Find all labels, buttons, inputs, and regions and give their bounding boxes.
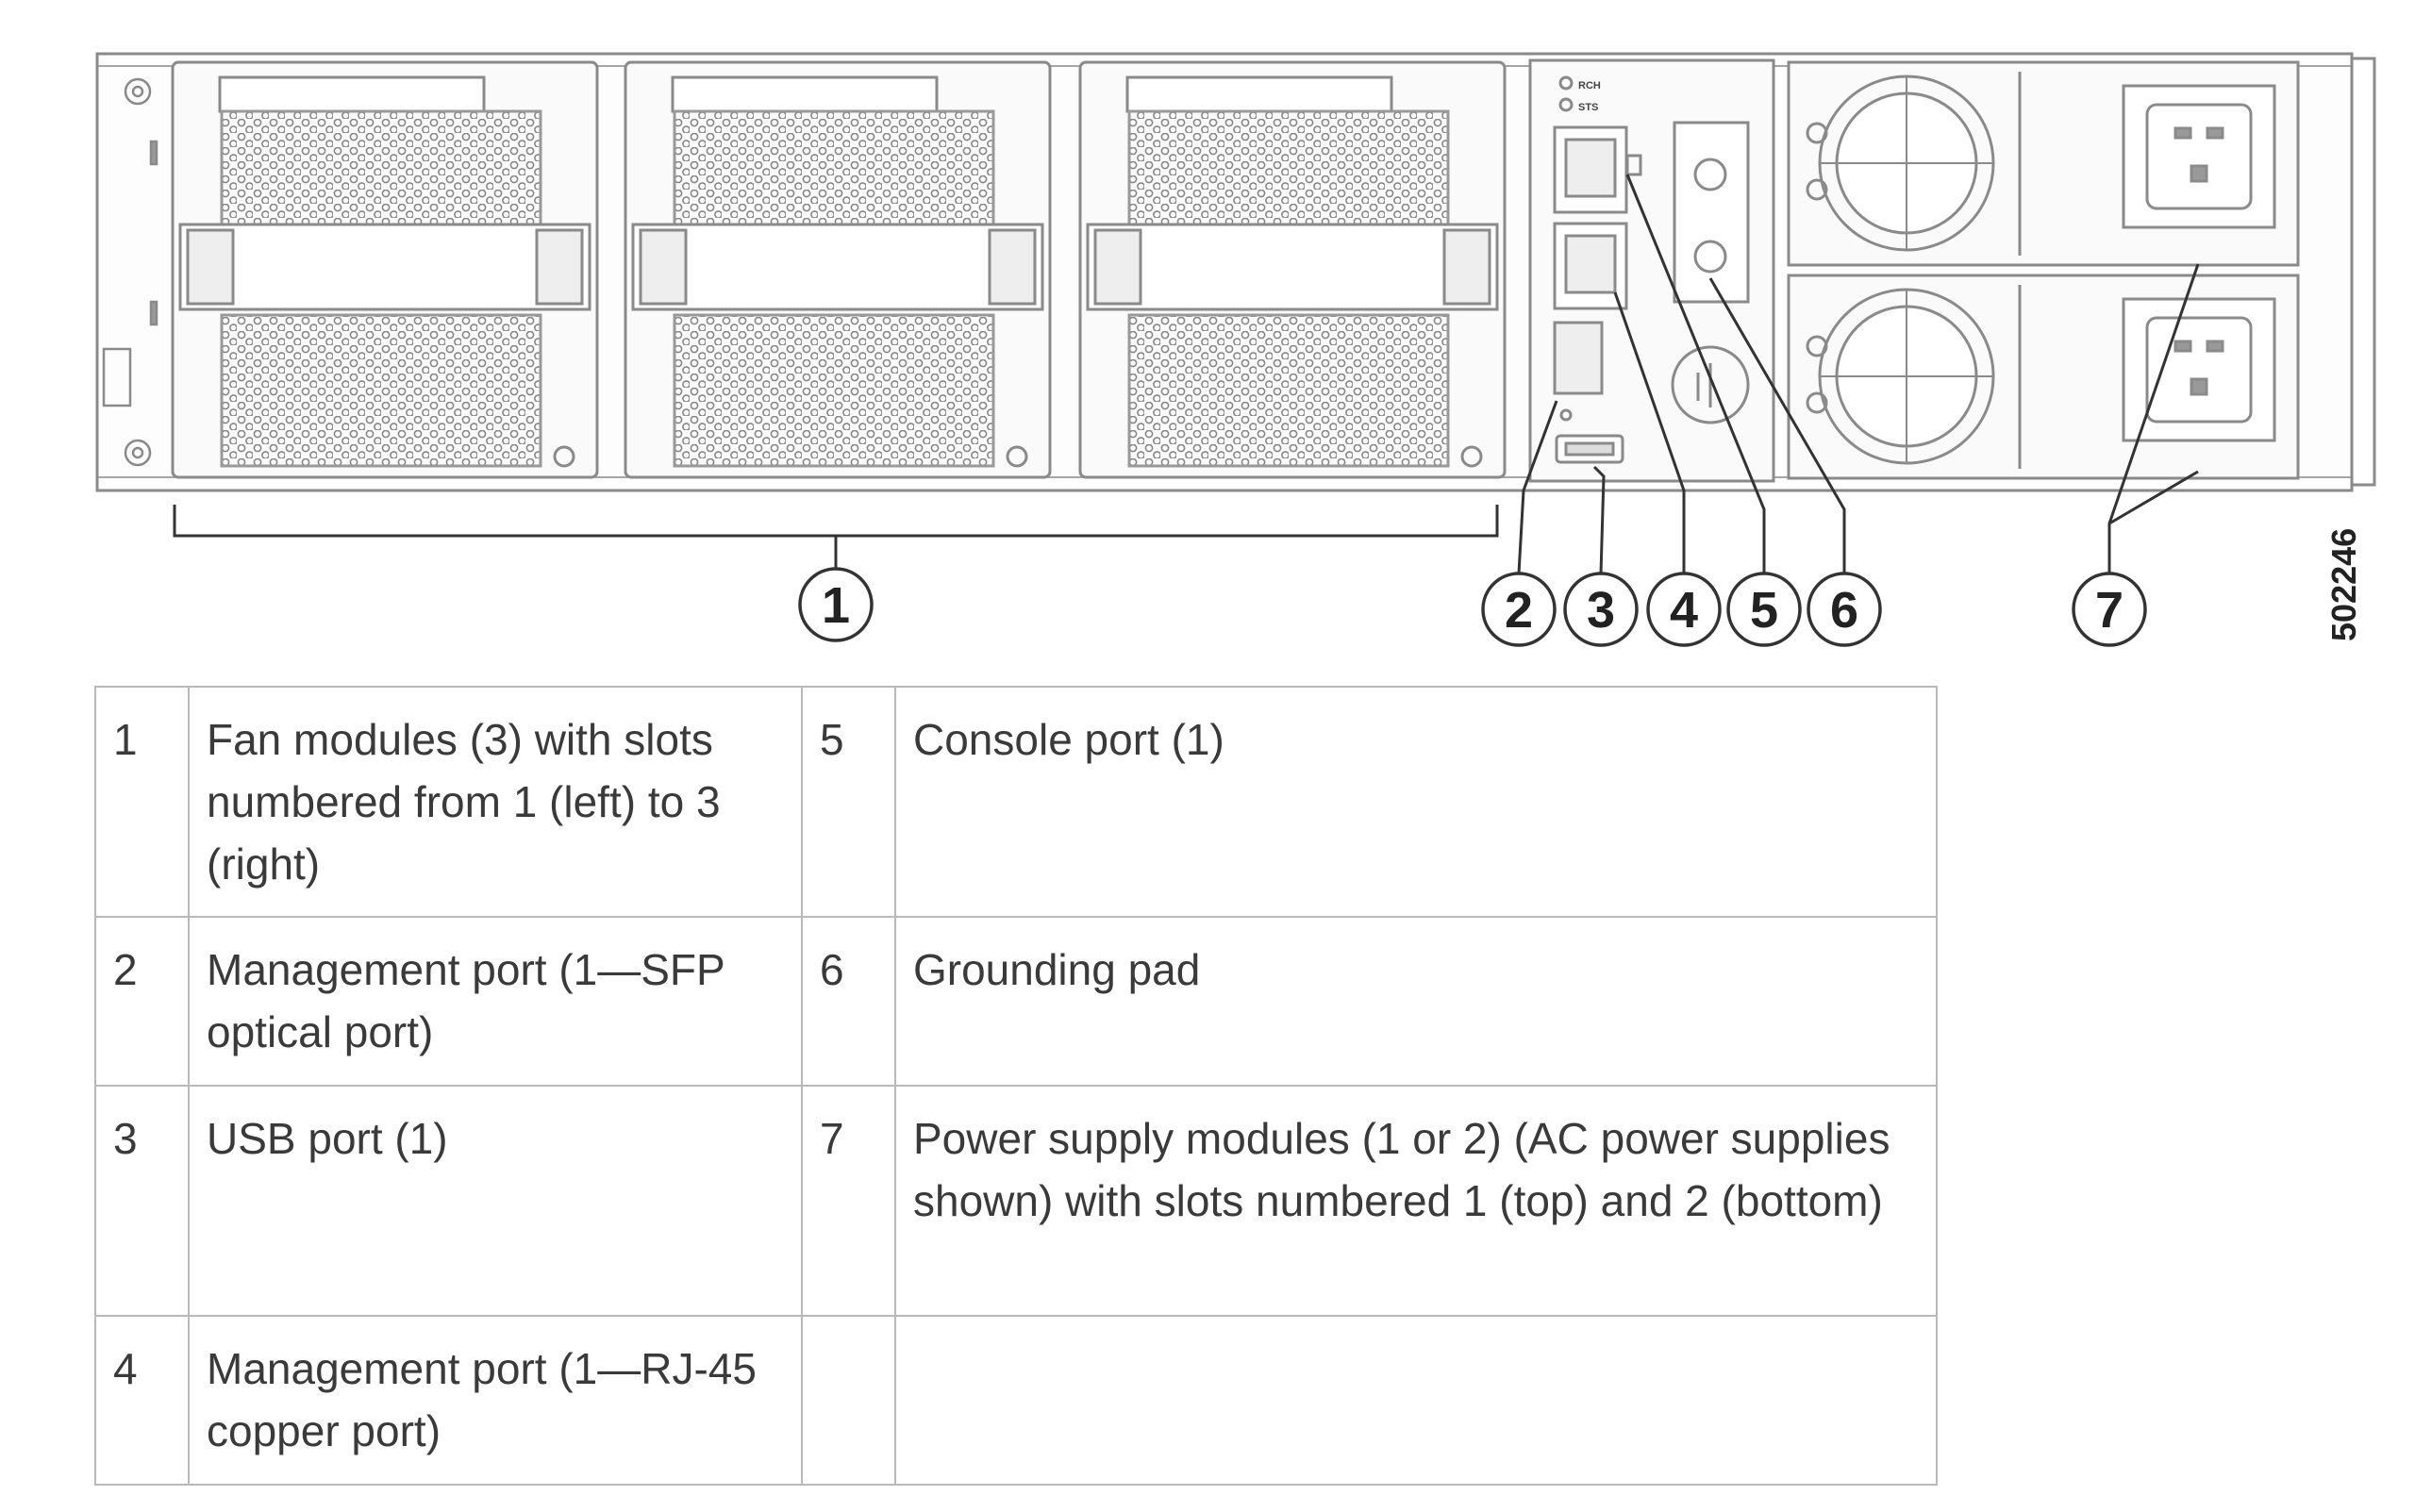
table-row: 4 Management port (1—RJ-45 copper port) [94, 1315, 1938, 1486]
callout-5: 5 [1726, 572, 1802, 647]
legend-description: Fan modules (3) with slots numbered from… [188, 686, 803, 918]
fan-module-3 [1078, 60, 1507, 479]
table-row: 3 USB port (1) 7 Power supply modules (1… [94, 1085, 1938, 1317]
copper-management-port [1553, 222, 1628, 310]
chassis-rear-diagram: RCH STS [95, 52, 2376, 647]
panel-label-sts: STS [1578, 102, 1598, 113]
power-supply-1 [1787, 60, 2300, 267]
callout-3: 3 [1563, 572, 1639, 647]
leader-lines [173, 174, 2200, 574]
svg-text:4: 4 [1670, 582, 1698, 639]
fan-module-2 [624, 60, 1052, 479]
legend-description [894, 1315, 1938, 1486]
svg-text:6: 6 [1830, 582, 1858, 639]
legend-number: 4 [94, 1315, 190, 1486]
table-row: 2 Management port (1—SFP optical port) 6… [94, 916, 1938, 1087]
usb-port [1555, 434, 1624, 464]
legend-description: Power supply modules (1 or 2) (AC power … [894, 1085, 1938, 1317]
sfp-management-port [1553, 321, 1604, 422]
svg-text:2: 2 [1505, 582, 1533, 639]
callout-6: 6 [1807, 572, 1882, 647]
fan-module-1 [171, 60, 599, 479]
svg-text:7: 7 [2095, 582, 2124, 639]
legend-number: 5 [801, 686, 896, 918]
figure-id: 502246 [2324, 528, 2363, 641]
svg-text:3: 3 [1587, 582, 1615, 639]
legend-number: 7 [801, 1085, 896, 1317]
callout-2: 2 [1481, 572, 1557, 647]
callout-legend-table: 1 Fan modules (3) with slots numbered fr… [94, 686, 1938, 1486]
legend-number: 6 [801, 916, 896, 1087]
legend-description: Grounding pad [894, 916, 1938, 1087]
legend-description: Management port (1—RJ-45 copper port) [188, 1315, 803, 1486]
callout-1: 1 [798, 567, 874, 642]
callout-7: 7 [2072, 572, 2147, 647]
panel-label-rch: RCH [1578, 80, 1601, 91]
legend-description: Console port (1) [894, 686, 1938, 918]
legend-number: 2 [94, 916, 190, 1087]
legend-description: USB port (1) [188, 1085, 803, 1317]
legend-description: Management port (1—SFP optical port) [188, 916, 803, 1087]
legend-number [801, 1315, 896, 1486]
power-supply-2 [1787, 274, 2300, 480]
table-row: 1 Fan modules (3) with slots numbered fr… [94, 686, 1938, 918]
svg-text:1: 1 [822, 577, 850, 634]
chassis-left-edge [102, 77, 158, 467]
console-port [1553, 125, 1642, 214]
svg-text:5: 5 [1750, 582, 1778, 639]
legend-number: 1 [94, 686, 190, 918]
callout-4: 4 [1646, 572, 1722, 647]
legend-number: 3 [94, 1085, 190, 1317]
